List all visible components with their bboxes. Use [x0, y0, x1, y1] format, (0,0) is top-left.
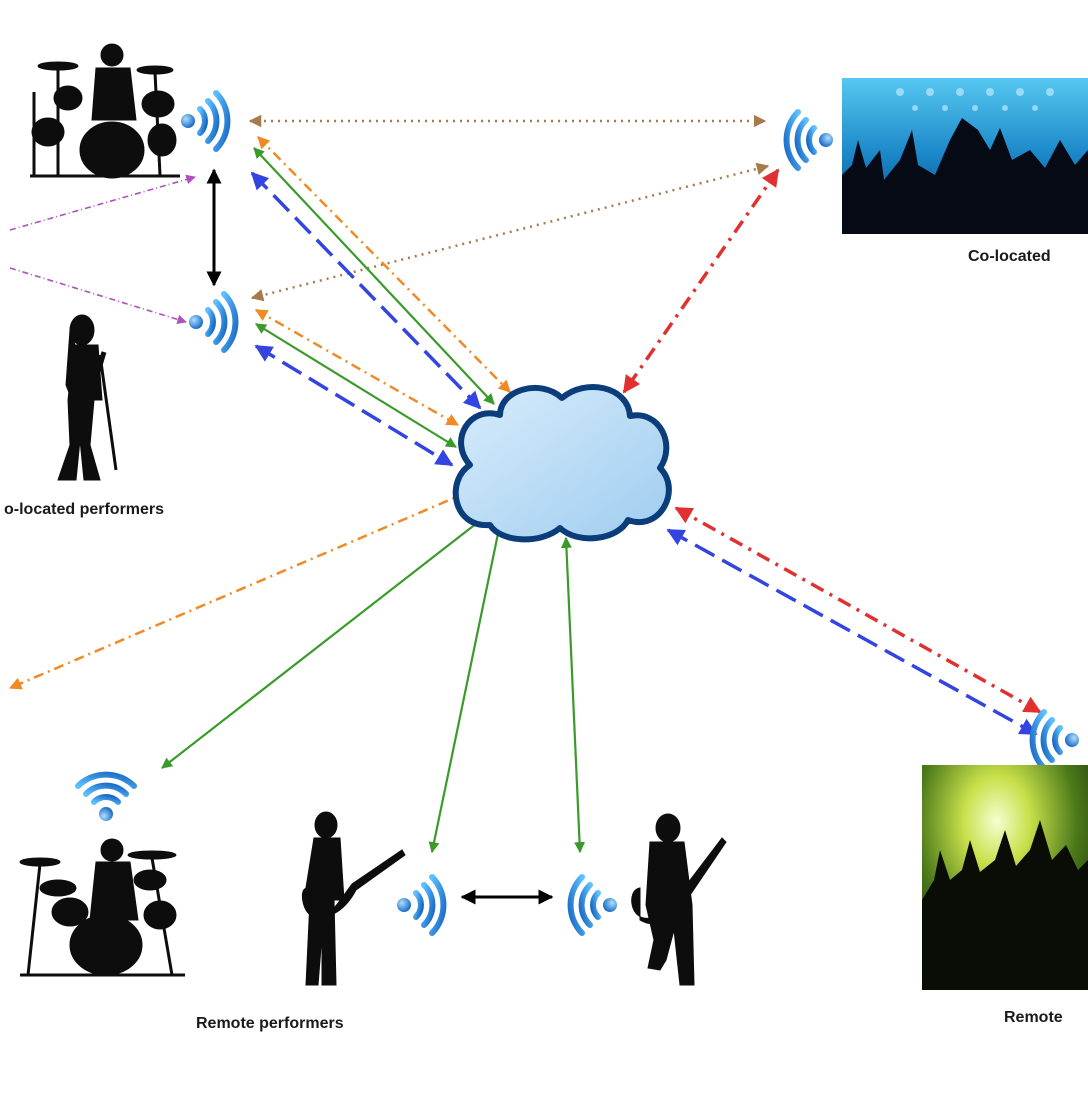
wifi-icon	[571, 877, 617, 933]
link-blue-3	[666, 528, 1038, 736]
singer-icon	[57, 314, 118, 481]
label-remote-performers: Remote performers	[196, 1015, 344, 1032]
guitarist-icon	[301, 811, 406, 986]
wifi-icon	[78, 775, 134, 821]
wifi-icon	[397, 877, 443, 933]
crowd-photo	[842, 78, 1088, 234]
link-blue-2	[254, 344, 454, 467]
link-blue-1	[250, 171, 482, 410]
link-orange-2	[254, 308, 460, 427]
link-red-1	[622, 168, 780, 394]
wifi-icon	[1033, 712, 1079, 768]
drum-kit-icon	[19, 838, 185, 977]
wifi-icon	[189, 294, 235, 350]
link-green-2	[255, 323, 457, 448]
label-remote-audience: Remote	[1004, 1009, 1063, 1026]
link-purple-2	[9, 267, 187, 325]
link-orange-1	[257, 136, 511, 393]
label-colocated-audience: Co-located	[968, 248, 1051, 265]
link-brown-diag	[250, 162, 770, 302]
label-colocated-performers: o-located performers	[4, 501, 165, 518]
connection-lines	[8, 114, 1042, 905]
link-orange-3	[8, 490, 470, 690]
crowd-photo	[922, 765, 1088, 990]
wifi-icon	[181, 93, 227, 149]
cloud-icon	[452, 384, 672, 543]
link-purple-1	[9, 174, 196, 231]
wifi-icon	[787, 112, 833, 168]
link-green-5	[560, 536, 586, 854]
link-green-4	[428, 522, 504, 854]
link-red-2	[674, 506, 1042, 714]
guitarist-icon	[631, 813, 727, 986]
drum-kit-icon	[30, 43, 180, 179]
